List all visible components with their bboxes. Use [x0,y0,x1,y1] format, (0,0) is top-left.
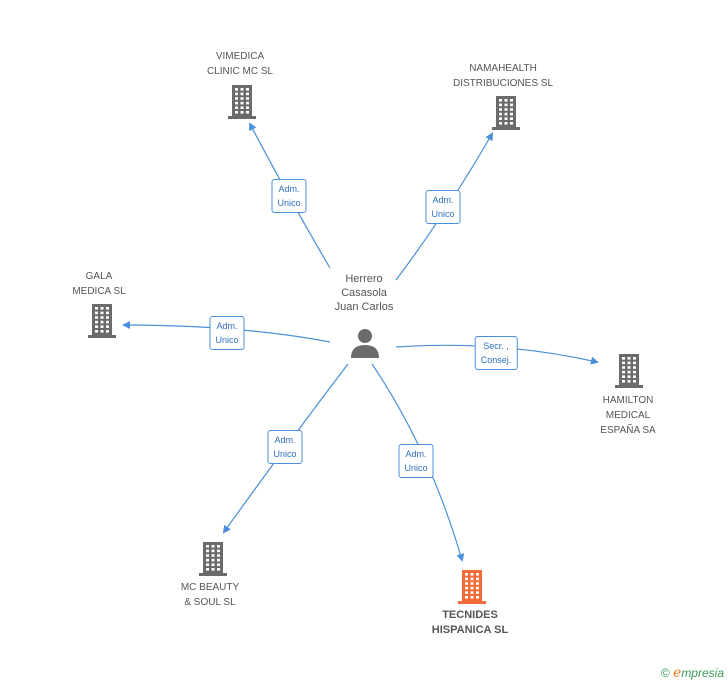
company-label-mcbeauty[interactable]: MC BEAUTY & SOUL SL [180,582,240,608]
edge-label-hamilton: Secr. , Consej. [474,336,518,370]
edge-label-gala: Adm. Unico [209,316,245,350]
brand-logo-text: mpresia [681,666,724,680]
center-person-name[interactable]: Herrero Casasola Juan Carlos [334,273,394,313]
company-label-vimedica[interactable]: VIMEDICA CLINIC MC SL [206,51,274,77]
brand-footer: © empresia [661,665,724,681]
building-icon[interactable] [226,85,258,119]
edge-label-vimedica: Adm. Unico [271,179,307,213]
company-label-gala[interactable]: GALA MEDICA SL [72,271,126,297]
edge-label-tecnides: Adm. Unico [398,444,434,478]
building-icon[interactable] [613,354,645,388]
edge-label-namahealth: Adm. Unico [425,190,461,224]
building-icon[interactable] [86,304,118,338]
copyright-icon: © [660,666,670,680]
edge-label-mcbeauty: Adm. Unico [267,430,303,464]
company-label-tecnides[interactable]: TECNIDES HISPANICA SL [431,609,509,636]
person-icon[interactable] [349,328,381,358]
company-label-namahealth[interactable]: NAMAHEALTH DISTRIBUCIONES SL [452,63,554,89]
building-icon[interactable] [197,542,229,576]
building-icon[interactable] [490,96,522,130]
building-icon[interactable] [456,570,488,604]
company-label-hamilton[interactable]: HAMILTON MEDICAL ESPAÑA SA [600,395,656,436]
brand-logo-initial: e [673,665,682,681]
